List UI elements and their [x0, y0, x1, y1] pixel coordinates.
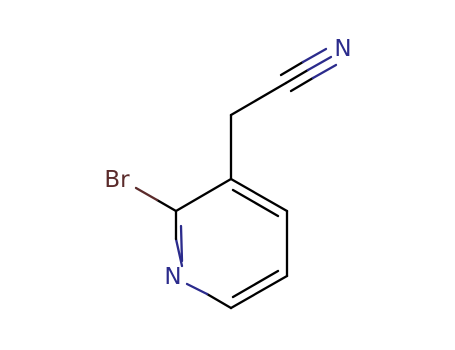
atom-label-bromine: Br	[104, 167, 130, 193]
pyridine-ring	[174, 177, 289, 310]
cyanomethyl-chain	[229, 47, 338, 181]
bond-ch2-cnitrile	[229, 81, 288, 117]
bond-c2-br-carbon-half	[155, 198, 178, 213]
bond-triple-3-nitrogen	[311, 63, 338, 80]
bond-c5-c6	[229, 274, 289, 310]
bond-c6-n1-nitrogen-half	[185, 282, 209, 296]
bond-triple-1-carbon	[284, 68, 310, 85]
bond-triple-2-carbon	[279, 60, 305, 77]
atom-label-ring-nitrogen: N	[164, 264, 181, 290]
bromine-bond	[134, 186, 178, 213]
bond-c3-c4-inner-double	[231, 188, 280, 218]
bond-n1-c2-inner-double	[179, 224, 184, 263]
bond-c3-c4	[229, 177, 289, 213]
bond-c2-br-bromine-half	[134, 186, 159, 202]
bond-c2-c3	[174, 177, 233, 213]
bond-c6-n1-carbon-half	[205, 292, 233, 310]
bond-c5-c6-inner-double	[231, 269, 280, 299]
bond-triple-3-carbon	[289, 76, 315, 93]
bond-triple-2-nitrogen	[301, 47, 328, 64]
atom-label-nitrile-nitrogen: N	[334, 36, 351, 62]
bond-triple-1-nitrogen	[306, 55, 333, 72]
